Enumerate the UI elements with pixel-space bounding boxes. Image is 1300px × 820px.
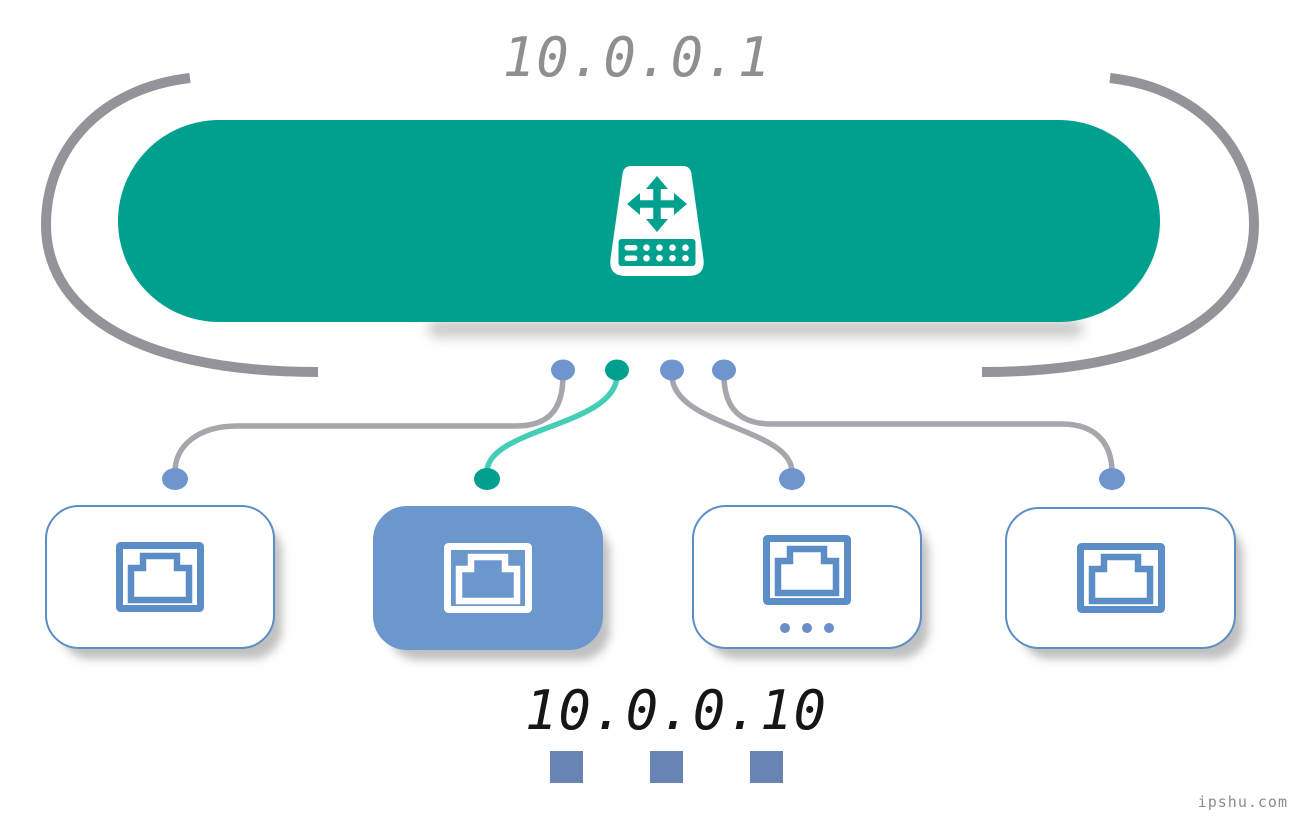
footer-squares xyxy=(550,751,783,783)
square-icon xyxy=(550,751,583,783)
link-port-2-active xyxy=(484,372,620,475)
port-dot-2-active xyxy=(605,359,629,381)
ethernet-port-icon xyxy=(116,542,204,612)
ellipsis-dots-icon xyxy=(694,623,920,633)
ethernet-port-icon xyxy=(1076,543,1165,613)
device-box-3 xyxy=(692,505,922,649)
router-ip-label: 10.0.0.1 xyxy=(502,26,772,89)
move-arrows-icon xyxy=(627,176,687,232)
device-box-1 xyxy=(45,505,275,649)
watermark: ipshu.com xyxy=(1197,793,1288,811)
network-switch-icon xyxy=(610,166,704,276)
device-box-4 xyxy=(1005,507,1236,649)
port-dot-4 xyxy=(712,359,736,381)
device-box-2-highlighted xyxy=(373,506,603,650)
square-icon xyxy=(750,751,783,783)
client-ip-label: 10.0.0.10 xyxy=(524,679,828,742)
ethernet-port-icon xyxy=(763,535,851,605)
port-dot-3 xyxy=(660,359,684,381)
router-node-shadow xyxy=(428,320,1083,337)
ethernet-port-icon xyxy=(444,543,532,613)
endpoint-dot-2-active xyxy=(474,468,500,490)
square-icon xyxy=(650,751,683,783)
endpoint-dot-1 xyxy=(162,468,188,490)
port-dot-1 xyxy=(551,359,575,381)
link-port-1 xyxy=(172,372,566,475)
link-port-4 xyxy=(721,372,1115,475)
link-port-3 xyxy=(669,372,795,475)
endpoint-dot-3 xyxy=(779,468,805,490)
router-node xyxy=(118,120,1160,322)
endpoint-dot-4 xyxy=(1099,468,1125,490)
